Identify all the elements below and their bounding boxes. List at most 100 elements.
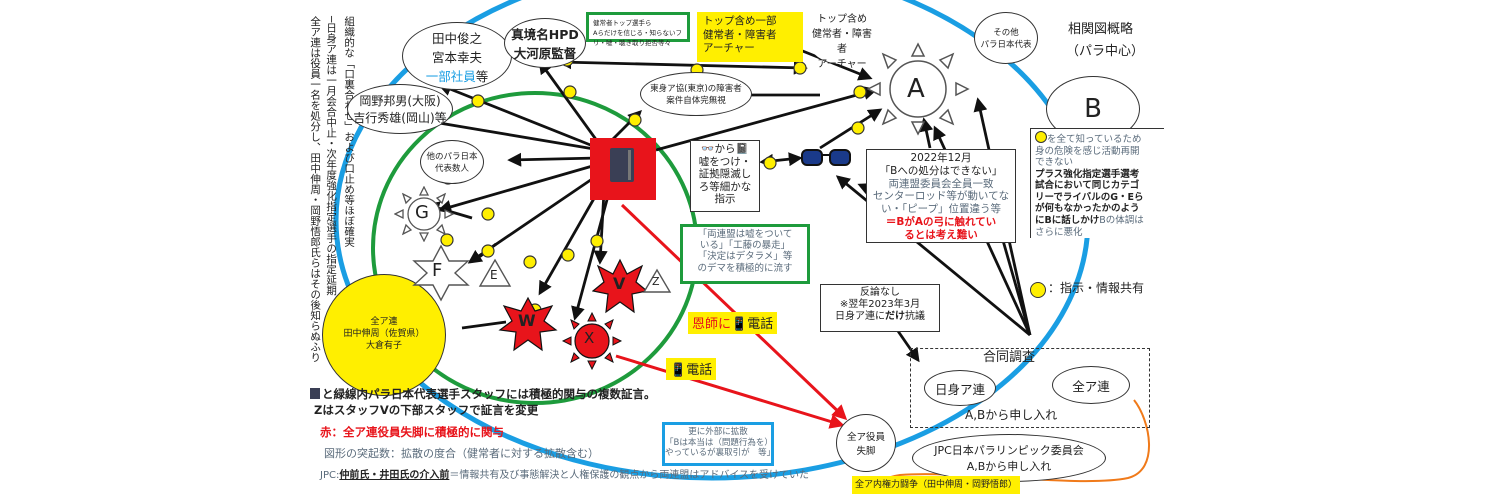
node-label-highlight: 一部社員 xyxy=(425,68,476,84)
node-zen-officer: 全ア役員 失脚 xyxy=(836,414,896,472)
node-label: JPC日本パラリンピック委員会 xyxy=(934,444,1084,457)
node-label: 田中伸周（佐賀県） xyxy=(343,329,425,340)
box-label: Aらだけを信じる・知らないフ xyxy=(593,29,682,37)
box-no-rebuttal: 反論なし ※翌年2023年3月 日身ア連にだけ抗議 xyxy=(820,284,940,332)
box-joint-investigation xyxy=(910,348,1150,428)
node-label: 吉行秀雄(岡山) xyxy=(353,111,435,125)
node-G-label: G xyxy=(415,202,429,223)
box-label: トップ含め一部 xyxy=(703,15,777,27)
node-label: 岡野邦男(大阪) xyxy=(359,94,441,108)
note-red: 赤：全ア連役員失脚に積極的に関与 xyxy=(320,425,504,439)
note-line-1: と緑線内パラ日本代表選手スタッフには積極的関与の複数証言。 xyxy=(310,387,656,402)
label-power-struggle: 全ア内権力闘争（田中伸周・岡野悟郎） xyxy=(852,476,1021,494)
b-note-text: にBに話しかけ xyxy=(1035,215,1100,227)
node-X-sun xyxy=(562,312,622,370)
node-label: その他 xyxy=(993,28,1019,38)
node-zen-aren: 全ア連 xyxy=(1052,366,1130,404)
box-label: 「Bは本当は（問題行為を） xyxy=(665,437,773,448)
left-note-column-2: ─日身ア連は一月会合中止・次年度強化指定選手の指定延期 xyxy=(325,16,338,296)
box-label-highlight: るとは考え難い xyxy=(904,228,978,241)
node-V-star xyxy=(592,258,648,314)
box-label: ろ等細かな xyxy=(698,180,752,193)
box-label: 2022年12月 xyxy=(910,152,972,164)
box-label: いる」「工藤の暴走」 xyxy=(699,240,791,252)
node-label: アーチャー xyxy=(817,59,867,70)
b-note-text: 試合において同じカテゴ xyxy=(1035,180,1140,192)
node-label: 全ア連 xyxy=(370,317,398,328)
box-label: 日身ア連に xyxy=(835,311,885,322)
joint-from: A,Bから申し入れ xyxy=(965,408,1058,422)
b-note-text: 身の危険を感じ活動再開 xyxy=(1035,145,1140,157)
box-label: センターロッド等が動いてな xyxy=(872,190,1010,203)
box-label: 👓から📓 xyxy=(701,143,749,155)
call-label: 電話 xyxy=(686,363,713,378)
box-label: 反論なし xyxy=(860,287,900,298)
node-label: 全ア役員 xyxy=(846,432,885,443)
label-call-mentor: 恩師に📱電話 xyxy=(688,312,778,334)
node-F-label: F xyxy=(432,260,443,281)
node-label: 日身ア連 xyxy=(934,381,985,397)
phone-icon: 📱 xyxy=(731,317,748,332)
note-jpc: JPC:仲前氏・井田氏の介入前＝情報共有及び事態解決と人権保護の観点から両連盟は… xyxy=(320,470,809,482)
box-label: 健常者・障害者 xyxy=(703,28,777,41)
node-top-including: トップ含め 健常者・障害者 アーチャー xyxy=(808,14,876,70)
note-text: ＝情報共有及び事態解決と人権保護の観点から両連盟はアドバイスを受けていた xyxy=(449,470,810,481)
call-label: 恩師に xyxy=(692,317,732,332)
box-label: アーチャー xyxy=(703,42,755,55)
node-label: A,Bから申し入れ xyxy=(966,460,1052,473)
node-tanaka-miyamoto: 田中俊之 宮本幸夫 一部社員等 xyxy=(402,22,512,90)
page-title: 相関図概略 xyxy=(1068,22,1134,37)
box-label: 「Bへの処分はできない」 xyxy=(879,164,1003,177)
node-Z-triangle xyxy=(642,268,672,293)
node-nisshin-aren: 日身ア連 xyxy=(924,370,996,406)
notebook-icon xyxy=(590,138,656,200)
node-makyo-okawara: 真境名HPD 大河原監督 xyxy=(504,18,586,68)
b-note-text: が何もなかったかのよう xyxy=(1035,203,1140,215)
box-instruction: 👓から📓 嘘をつけ・ 証拠隠滅し ろ等細かな 指示 xyxy=(690,140,760,212)
box-rumors: 「両連盟は嘘をついて いる」「工藤の暴走」 「決定はデタラメ」等 のデマを積極的… xyxy=(680,224,810,284)
box-label-highlight: だけ xyxy=(885,311,905,322)
call-label: 電話 xyxy=(747,317,774,332)
node-zenaren: 全ア連 田中伸周（佐賀県） 大倉有子 xyxy=(322,274,446,396)
b-note-text: できない xyxy=(1035,157,1074,169)
box-label: リ・嘘・聴き取り拒否等々 xyxy=(593,39,671,47)
node-label: B xyxy=(1084,94,1102,124)
box-label-highlight: ＝BがAの弓に触れてい xyxy=(885,215,997,228)
node-label: 健常者・障害者 xyxy=(812,29,872,55)
node-W-label: W xyxy=(518,311,536,330)
box-label: い・「ピープ」位置違う等 xyxy=(880,203,1002,216)
node-eastern-assoc: 東身ア協(東京)の障害者 案件自体完無視 xyxy=(640,72,752,116)
joint-title: 合同調査 xyxy=(983,350,1036,365)
node-label: 真境名HPD xyxy=(511,27,579,42)
node-label: 失脚 xyxy=(856,446,876,457)
node-Z-label: Z xyxy=(652,275,660,288)
legend-label: ：指示・情報共有 xyxy=(1048,281,1145,295)
node-label: パラ日本代表 xyxy=(980,40,1032,50)
b-note-text: リーでライバルのG・Eら xyxy=(1035,191,1144,203)
node-other-para-rep: その他 パラ日本代表 xyxy=(974,12,1038,64)
box-top-including-yellow: トップ含め一部 健常者・障害者 アーチャー xyxy=(697,12,803,62)
left-note-column-3: 組織的な「口裏合わせ」および口止め等ほぼ確実 xyxy=(343,16,356,247)
node-other-para: 他のパラ日本 代表数人 xyxy=(420,140,484,184)
node-G-sun xyxy=(394,186,454,242)
node-E-triangle xyxy=(478,258,512,287)
node-okano-yoshiyuki: 岡野邦男(大阪) 吉行秀雄(岡山)等 xyxy=(347,84,453,134)
note-line-2: ZはスタッフVの下部スタッフで証言を変更 xyxy=(314,403,539,417)
box-label: 抗議 xyxy=(905,311,925,322)
glasses-icon xyxy=(801,149,851,166)
node-label: 案件自体完無視 xyxy=(666,96,726,106)
box-top-players: 健常者トップ選手ら Aらだけを信じる・知らないフ リ・嘘・聴き取り拒否等々 xyxy=(586,12,690,47)
node-label: 全ア連 xyxy=(1072,378,1110,394)
box-label: ※翌年2023年3月 xyxy=(839,299,921,310)
node-label: 田中俊之 xyxy=(431,30,482,46)
node-label: 他のパラ日本 xyxy=(426,152,478,162)
b-note: を全て知っているため 身の危険を感じ活動再開 できない プラス強化指定選手選考 … xyxy=(1030,128,1164,238)
yellow-dot-icon xyxy=(1035,131,1047,143)
node-A-sun xyxy=(866,42,970,136)
box-label: 「両連盟は嘘をついて xyxy=(697,229,793,240)
box-label: 指示 xyxy=(714,193,736,206)
node-label: 東身ア協(東京)の障害者 xyxy=(650,84,742,94)
b-note-text: を全て知っているため xyxy=(1047,134,1142,145)
left-note-column-1: 全ア連は役員一名を処分し、田中伸周・岡野悟郎氏らはその後知らぬふり xyxy=(309,16,322,363)
node-label: 大倉有子 xyxy=(365,340,402,351)
